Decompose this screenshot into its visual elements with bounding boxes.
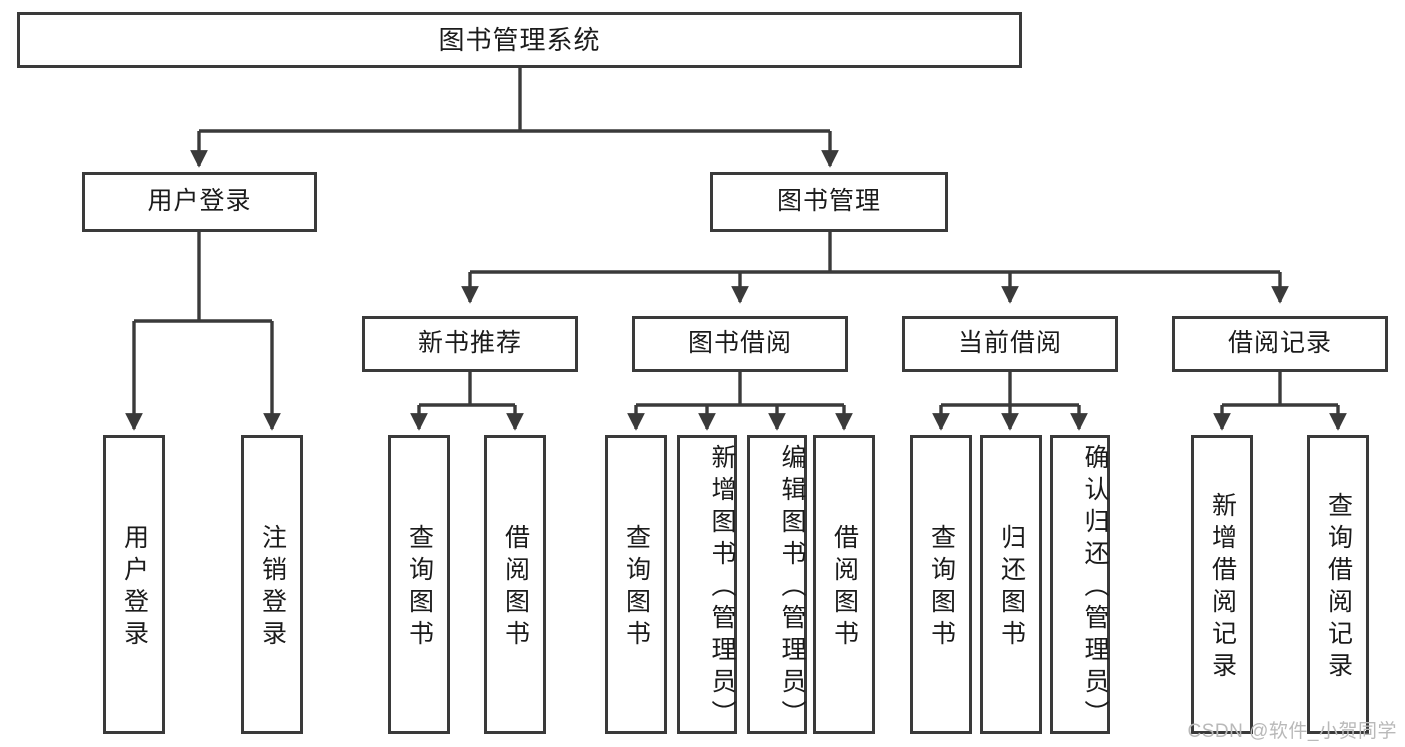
leaf-return-book[interactable]: 归还图书 [980, 435, 1042, 734]
node-user-login[interactable]: 用户登录 [82, 172, 317, 232]
leaf-query-book-borrow[interactable]: 查询图书 [605, 435, 667, 734]
leaf-query-borrow-record[interactable]: 查询借阅记录 [1307, 435, 1369, 734]
node-borrow-record[interactable]: 借阅记录 [1172, 316, 1388, 372]
node-new-book-recommend[interactable]: 新书推荐 [362, 316, 578, 372]
leaf-logout[interactable]: 注销登录 [241, 435, 303, 734]
leaf-add-borrow-record[interactable]: 新增借阅记录 [1191, 435, 1253, 734]
leaf-borrow-book[interactable]: 借阅图书 [813, 435, 875, 734]
leaf-query-book-recommend[interactable]: 查询图书 [388, 435, 450, 734]
leaf-borrow-book-recommend[interactable]: 借阅图书 [484, 435, 546, 734]
node-current-borrow[interactable]: 当前借阅 [902, 316, 1118, 372]
leaf-user-login[interactable]: 用户登录 [103, 435, 165, 734]
node-book-borrow[interactable]: 图书借阅 [632, 316, 848, 372]
node-book-management[interactable]: 图书管理 [710, 172, 948, 232]
leaf-edit-book-admin[interactable]: 编辑图书（管理员） [747, 435, 807, 734]
node-root-book-management-system[interactable]: 图书管理系统 [17, 12, 1022, 68]
leaf-confirm-return-admin[interactable]: 确认归还（管理员） [1050, 435, 1110, 734]
csdn-watermark: CSDN @软件_小贺同学 [1187, 721, 1397, 742]
leaf-query-book-current[interactable]: 查询图书 [910, 435, 972, 734]
leaf-add-book-admin[interactable]: 新增图书（管理员） [677, 435, 737, 734]
